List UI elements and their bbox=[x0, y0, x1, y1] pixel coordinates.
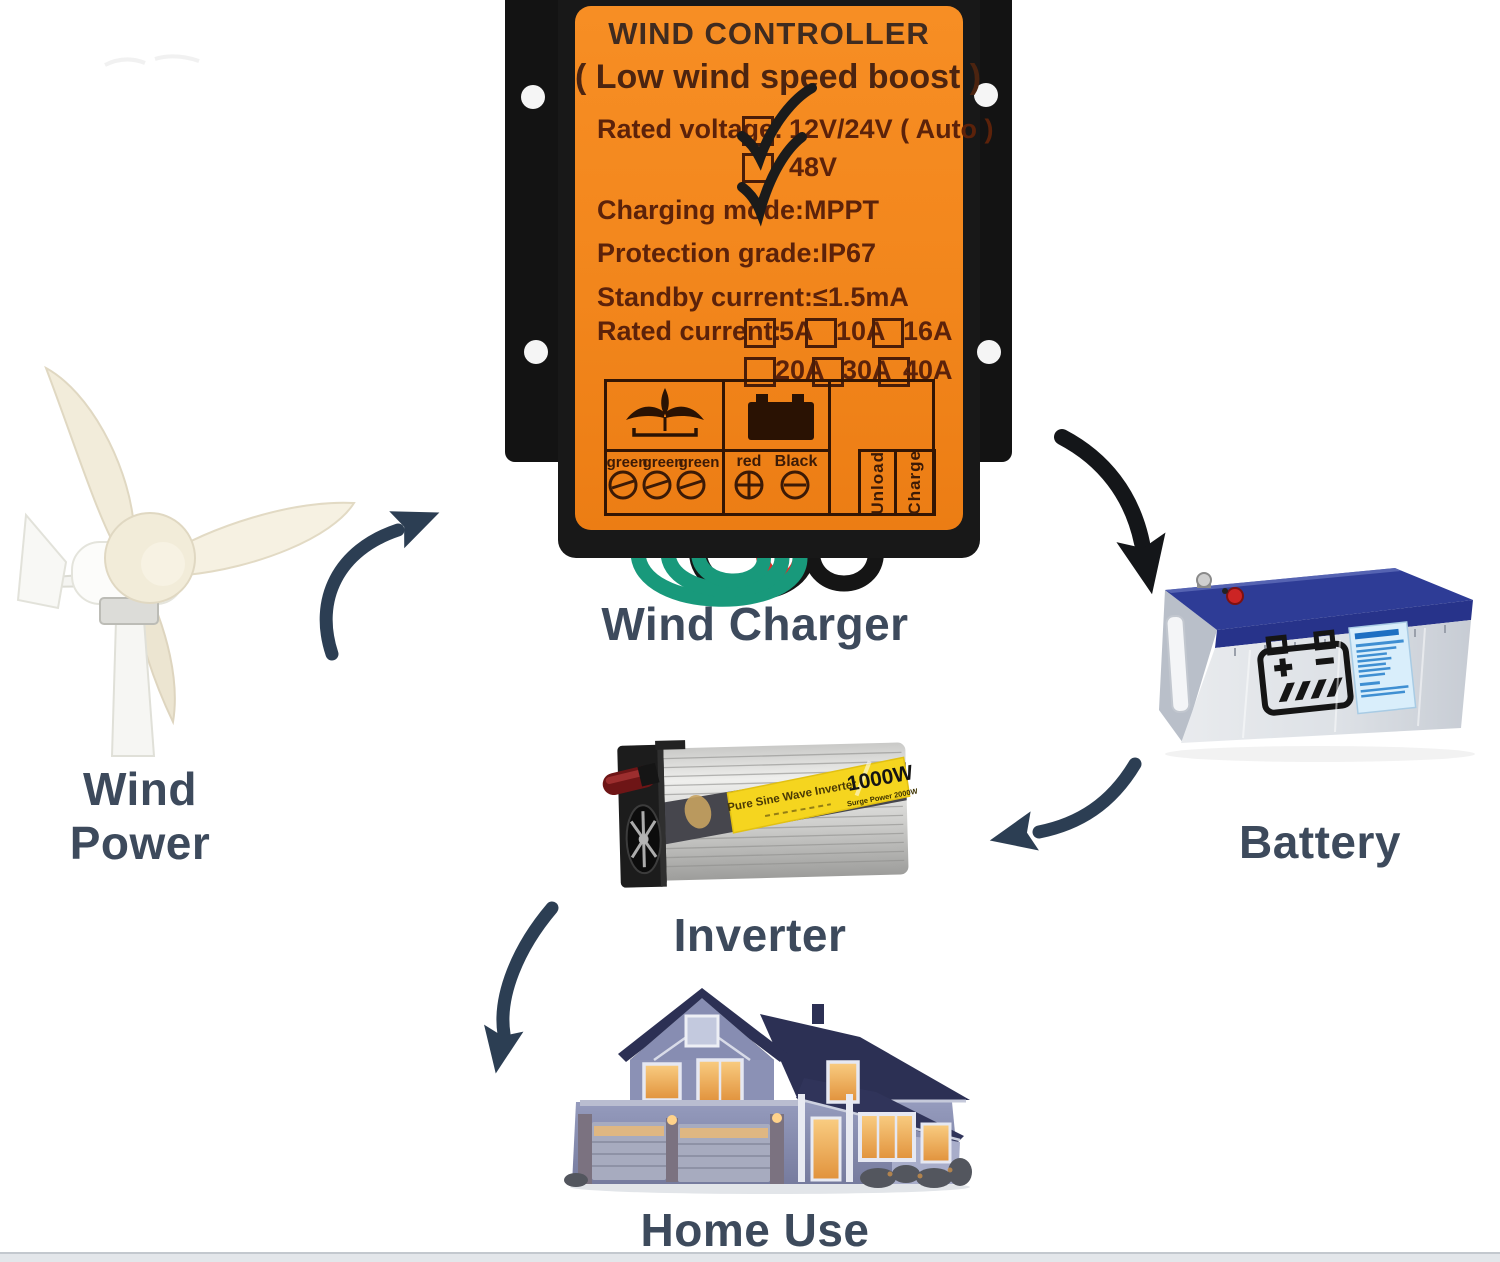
window-upper-left bbox=[642, 1062, 682, 1102]
mount-hole-bottom-right bbox=[977, 340, 1001, 364]
checkbox-40a bbox=[878, 357, 910, 387]
current-16a: 16A bbox=[903, 316, 953, 346]
house-image bbox=[564, 988, 972, 1194]
battery-icon bbox=[748, 394, 814, 440]
wind-turbine-icon bbox=[626, 388, 704, 437]
caption-home-use: Home Use bbox=[640, 1204, 870, 1256]
shrubs bbox=[564, 1158, 972, 1188]
mount-hole-top-left bbox=[521, 85, 545, 109]
turbine-terminals bbox=[608, 470, 706, 500]
unload-label: Unload bbox=[867, 450, 887, 515]
wire-label-green-1: green bbox=[606, 454, 648, 471]
wire-label-green-3: green bbox=[678, 454, 720, 471]
mount-hole-bottom-left bbox=[524, 340, 548, 364]
green-wire-mid bbox=[660, 546, 790, 597]
window-lower-right bbox=[858, 1112, 916, 1162]
inverter-image: Pure Sine Wave Inverter 1000W Surge Powe… bbox=[602, 740, 919, 888]
stone-pillar bbox=[578, 1114, 592, 1184]
wire-label-black: Black bbox=[774, 453, 818, 470]
checkbox-5a bbox=[744, 318, 776, 348]
green-wire-outer bbox=[630, 546, 808, 607]
window-upper-right bbox=[826, 1060, 860, 1104]
checkbox-20a bbox=[744, 357, 776, 387]
bottom-edge-bar bbox=[0, 1252, 1500, 1262]
caption-battery: Battery bbox=[1238, 816, 1401, 868]
turbine-blade-up bbox=[44, 365, 135, 550]
battery-front-icon bbox=[1257, 629, 1354, 716]
battery-spec-label bbox=[1348, 621, 1417, 715]
front-door bbox=[810, 1116, 842, 1182]
charging-mode-line: Charging mode:MPPT bbox=[597, 195, 879, 225]
arrow-inverter-to-house bbox=[484, 901, 559, 1074]
house-main-roof bbox=[760, 1014, 970, 1100]
caption-inverter: Inverter bbox=[673, 909, 847, 961]
caption-wind-charger: Wind Charger bbox=[601, 598, 909, 650]
controller-title: WIND CONTROLLER bbox=[608, 16, 930, 51]
porch-light bbox=[667, 1115, 677, 1125]
window-far-right bbox=[920, 1122, 952, 1164]
mount-hole-top-right bbox=[974, 83, 998, 107]
wire-label-green-2: green bbox=[642, 454, 684, 471]
stone-pillar bbox=[666, 1118, 678, 1182]
checkmark-12v24v bbox=[737, 83, 817, 171]
window-attic bbox=[684, 1014, 720, 1048]
charge-label: Charge bbox=[905, 450, 924, 515]
checkbox-10a bbox=[805, 318, 837, 348]
wire-label-red: red bbox=[736, 453, 762, 470]
caption-wind-power: Wind Power bbox=[69, 763, 211, 869]
controller-subtitle: ( Low wind speed boost ) bbox=[575, 58, 982, 96]
battery-terminals bbox=[734, 470, 810, 500]
checkbox-16a bbox=[872, 318, 904, 348]
green-wire-inner bbox=[691, 546, 771, 588]
voltage-option-2: 48V bbox=[789, 152, 838, 182]
house-chimney bbox=[812, 1004, 824, 1024]
turbine-tail-fin bbox=[16, 512, 68, 610]
protection-grade-line: Protection grade:IP67 bbox=[597, 238, 877, 268]
arrow-wind-to-charger bbox=[319, 511, 440, 661]
wind-turbine-image bbox=[16, 365, 356, 757]
controller-wires bbox=[630, 546, 884, 607]
controller-label bbox=[575, 6, 963, 530]
charge-cell: Charge bbox=[894, 449, 936, 516]
porch-light bbox=[772, 1113, 782, 1123]
stone-pillar bbox=[770, 1114, 784, 1184]
battery-handle bbox=[1165, 614, 1191, 713]
arrow-charger-to-battery bbox=[1054, 429, 1166, 595]
rated-current-label: Rated current: bbox=[597, 316, 782, 346]
inverter-logo-oval bbox=[684, 795, 712, 829]
current-10a: 10A bbox=[836, 316, 886, 346]
faint-watermark bbox=[104, 54, 200, 67]
battery-terminal-silver bbox=[1196, 572, 1212, 588]
checkmark-48v bbox=[737, 132, 807, 227]
unload-cell: Unload bbox=[858, 449, 897, 516]
turbine-hub-cap bbox=[141, 542, 185, 586]
arrow-battery-to-inverter bbox=[989, 757, 1142, 851]
voltage-option-1: 12V/24V ( Auto ) bbox=[789, 114, 994, 144]
standby-current-line: Standby current:≤1.5mA bbox=[597, 282, 909, 312]
battery-terminal-red bbox=[1226, 587, 1244, 605]
battery-image bbox=[1159, 568, 1475, 762]
